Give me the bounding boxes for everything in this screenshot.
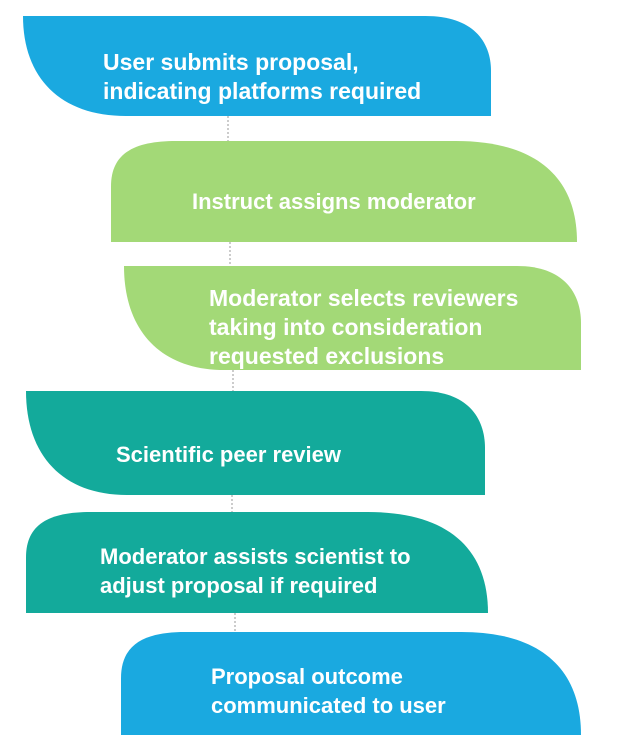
process-step-6: Proposal outcome communicated to user	[121, 632, 581, 735]
process-step-label: indicating platforms required	[103, 78, 421, 104]
process-step-shape	[26, 391, 485, 495]
process-step-shape	[26, 512, 488, 613]
process-step-label: taking into consideration	[209, 314, 482, 340]
process-step-label: User submits proposal,	[103, 49, 359, 75]
process-step-label: Moderator assists scientist to	[100, 544, 411, 569]
process-step-4: Scientific peer review	[26, 391, 485, 495]
process-step-shape	[23, 16, 491, 116]
process-step-shape	[111, 141, 577, 242]
process-steps: User submits proposal, indicating platfor…	[23, 16, 581, 735]
process-step-label: adjust proposal if required	[100, 573, 377, 598]
process-step-shape	[124, 266, 581, 370]
process-step-5: Moderator assists scientist to adjust pro…	[26, 512, 488, 613]
process-step-label: Moderator selects reviewers	[209, 285, 518, 311]
process-step-2: Instruct assigns moderator	[111, 141, 577, 242]
process-step-label: Scientific peer review	[116, 442, 342, 467]
process-step-label: Instruct assigns moderator	[192, 189, 476, 214]
process-step-1: User submits proposal, indicating platfor…	[23, 16, 491, 116]
process-step-label: communicated to user	[211, 693, 446, 718]
connectors	[227, 116, 236, 632]
process-step-label: Proposal outcome	[211, 664, 403, 689]
process-step-label: requested exclusions	[209, 343, 444, 369]
process-step-3: Moderator selects reviewers taking into c…	[124, 266, 581, 370]
process-step-shape	[121, 632, 581, 735]
